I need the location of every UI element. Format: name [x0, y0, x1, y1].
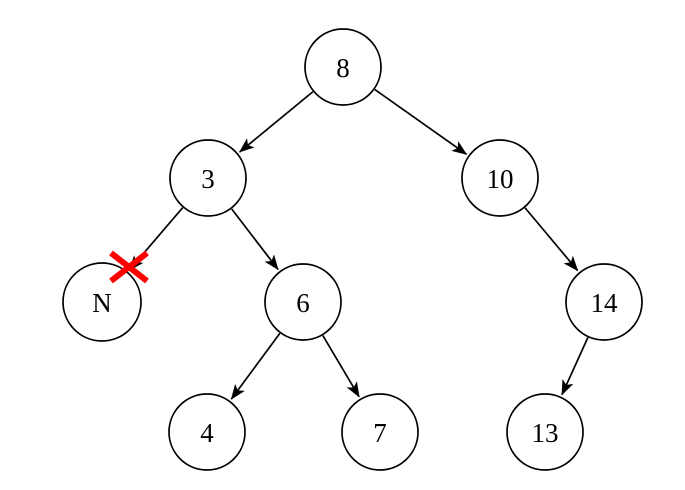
tree-edge-root-to-n3 [239, 91, 314, 153]
nodes-layer: 83 10N 6 14 4 7 13 [62, 28, 643, 471]
node-circle[interactable] [169, 139, 247, 217]
node-circle[interactable] [264, 263, 342, 341]
tree-node-10[interactable]: 10 [461, 139, 539, 217]
tree-node-6[interactable]: 6 [264, 263, 342, 341]
tree-node-7[interactable]: 7 [341, 393, 419, 471]
tree-node-4[interactable]: 4 [168, 393, 246, 471]
tree-edge-n6-to-n4 [230, 332, 281, 400]
node-circle[interactable] [461, 139, 539, 217]
tree-edge-n6-to-n7 [322, 335, 360, 398]
node-circle[interactable] [62, 262, 142, 342]
tree-node-3[interactable]: 3 [169, 139, 247, 217]
tree-node-8[interactable]: 8 [304, 28, 382, 106]
node-circle[interactable] [565, 263, 643, 341]
red-x-icon [109, 250, 149, 284]
tree-edge-root-to-n10 [374, 88, 468, 156]
edges-layer [128, 88, 589, 400]
tree-node-14[interactable]: 14 [565, 263, 643, 341]
tree-node-n[interactable]: N [62, 262, 142, 342]
node-circle[interactable] [341, 393, 419, 471]
annotations-layer [109, 250, 149, 284]
tree-edge-n14-to-n13 [561, 337, 589, 396]
tree-node-13[interactable]: 13 [506, 393, 584, 471]
node-circle[interactable] [304, 28, 382, 106]
tree-edge-n10-to-n14 [524, 207, 579, 272]
node-circle[interactable] [506, 393, 584, 471]
tree-edge-n3-to-n6 [231, 208, 279, 271]
node-circle[interactable] [168, 393, 246, 471]
red-x-stroke-b [109, 250, 149, 284]
